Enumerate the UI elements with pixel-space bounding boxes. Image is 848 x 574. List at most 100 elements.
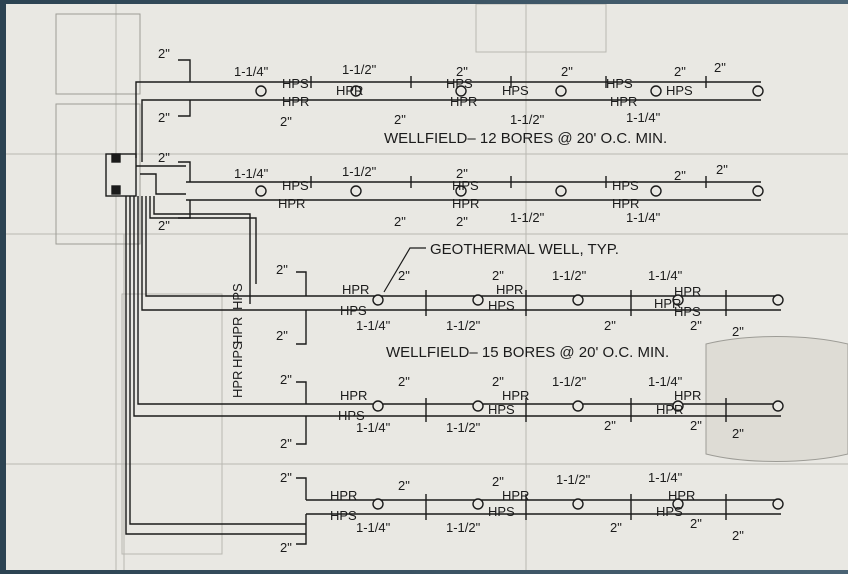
- vertical-label-hps-2: HPS: [230, 341, 245, 368]
- size-label: 1-1/2": [552, 374, 587, 389]
- pipe-label: HPS: [674, 304, 701, 319]
- size-label: 2": [732, 528, 744, 543]
- size-label: 1-1/4": [234, 166, 269, 181]
- pipe-label: HPR: [502, 488, 529, 503]
- reducer-marks: [310, 76, 727, 520]
- geothermal-wells: [255, 85, 784, 510]
- pipe-label: HPS: [488, 402, 515, 417]
- size-label: 2": [280, 470, 292, 485]
- wellfield-top-title: WELLFIELD– 12 BORES @ 20' O.C. MIN.: [384, 130, 667, 147]
- size-label: 2": [398, 374, 410, 389]
- size-label: 1-1/2": [510, 210, 545, 225]
- pipe-label: HPS: [502, 83, 529, 98]
- pipe-label: HPR: [674, 388, 701, 403]
- size-label: 1-1/4": [356, 420, 391, 435]
- vertical-label-hpr-2: HPR: [230, 371, 245, 398]
- size-label: 2": [604, 418, 616, 433]
- size-label: 1-1/2": [510, 112, 545, 127]
- pipe-label: HPS: [612, 178, 639, 193]
- pipe-label: HPS: [330, 508, 357, 523]
- size-label: 2": [456, 64, 468, 79]
- size-label: 2": [690, 318, 702, 333]
- size-label: 1-1/2": [446, 318, 481, 333]
- pipe-label: HPR: [654, 296, 681, 311]
- vertical-label-hpr: HPR: [230, 317, 245, 344]
- pipe-label: HPR: [282, 94, 309, 109]
- pipe-label: HPR: [656, 402, 683, 417]
- size-label: 2": [690, 516, 702, 531]
- size-label: 1-1/4": [648, 374, 683, 389]
- size-label: 1-1/4": [356, 318, 391, 333]
- size-label: 2": [714, 60, 726, 75]
- geothermal-well-callout: GEOTHERMAL WELL, TYP.: [430, 241, 619, 258]
- size-label: 2": [492, 474, 504, 489]
- size-label: 2": [690, 418, 702, 433]
- size-label: 2": [280, 540, 292, 555]
- size-label: 2": [276, 328, 288, 343]
- pipe-label: HPS: [656, 504, 683, 519]
- pipe-label: HPS: [340, 303, 367, 318]
- pipe-label: HPS: [488, 298, 515, 313]
- size-label: 1-1/2": [446, 520, 481, 535]
- pipe-label: HPS: [666, 83, 693, 98]
- pipe-label: HPS: [282, 178, 309, 193]
- header-piping: [105, 81, 306, 535]
- size-label: 1-1/4": [626, 210, 661, 225]
- pipe-label: HPS: [446, 76, 473, 91]
- callout-leader: [383, 247, 426, 293]
- site-background: [6, 4, 848, 570]
- pipe-label: HPR: [340, 388, 367, 403]
- pipe-label: HPR: [450, 94, 477, 109]
- size-label: 2": [674, 64, 686, 79]
- size-label: 2": [394, 112, 406, 127]
- size-label: 2": [280, 372, 292, 387]
- pipe-label: HPR: [496, 282, 523, 297]
- bottom-wellfield-pipes: [296, 271, 781, 545]
- pipe-label: HPR: [278, 196, 305, 211]
- size-label: 1-1/2": [342, 62, 377, 77]
- pipe-label: HPR: [502, 388, 529, 403]
- vertical-label-hps: HPS: [230, 283, 245, 310]
- size-label: 2": [394, 214, 406, 229]
- pipe-label: HPS: [488, 504, 515, 519]
- pipe-label: HPR: [342, 282, 369, 297]
- size-label: 2": [276, 262, 288, 277]
- size-label: 2": [398, 268, 410, 283]
- size-label: 2": [716, 162, 728, 177]
- size-label: 1-1/4": [234, 64, 269, 79]
- size-label: 1-1/4": [648, 470, 683, 485]
- piping-diagram: WELLFIELD– 12 BORES @ 20' O.C. MIN. WELL…: [6, 4, 848, 570]
- size-label: 2": [732, 324, 744, 339]
- pipe-label: HPR: [336, 83, 363, 98]
- size-label: 2": [732, 426, 744, 441]
- size-label: 2": [398, 478, 410, 493]
- pipe-label: HPR: [610, 94, 637, 109]
- size-label: 2": [280, 114, 292, 129]
- size-label: 2": [456, 214, 468, 229]
- size-label: 2": [610, 520, 622, 535]
- size-label: 2": [492, 374, 504, 389]
- size-label: 2": [674, 168, 686, 183]
- size-label: 1-1/4": [626, 110, 661, 125]
- wellfield-bottom-title: WELLFIELD– 15 BORES @ 20' O.C. MIN.: [386, 344, 669, 361]
- pipe-label: HPS: [606, 76, 633, 91]
- size-label: 2": [604, 318, 616, 333]
- size-label: 2": [158, 110, 170, 125]
- size-label: 1-1/4": [356, 520, 391, 535]
- pipe-label: HPR: [674, 284, 701, 299]
- pipe-label: HPR: [612, 196, 639, 211]
- size-label: 2": [158, 218, 170, 233]
- top-wellfield-pipes: [178, 59, 761, 219]
- size-label: 2": [280, 436, 292, 451]
- pipe-label: HPS: [282, 76, 309, 91]
- size-label: 1-1/4": [648, 268, 683, 283]
- size-label: 2": [561, 64, 573, 79]
- size-label: 2": [158, 150, 170, 165]
- size-label: 2": [158, 46, 170, 61]
- blueprint-sheet: WELLFIELD– 12 BORES @ 20' O.C. MIN. WELL…: [6, 4, 848, 570]
- pipe-label: HPR: [452, 196, 479, 211]
- pipe-label: HPS: [338, 408, 365, 423]
- pipe-label: HPR: [330, 488, 357, 503]
- size-label: 2": [456, 166, 468, 181]
- size-label: 1-1/2": [446, 420, 481, 435]
